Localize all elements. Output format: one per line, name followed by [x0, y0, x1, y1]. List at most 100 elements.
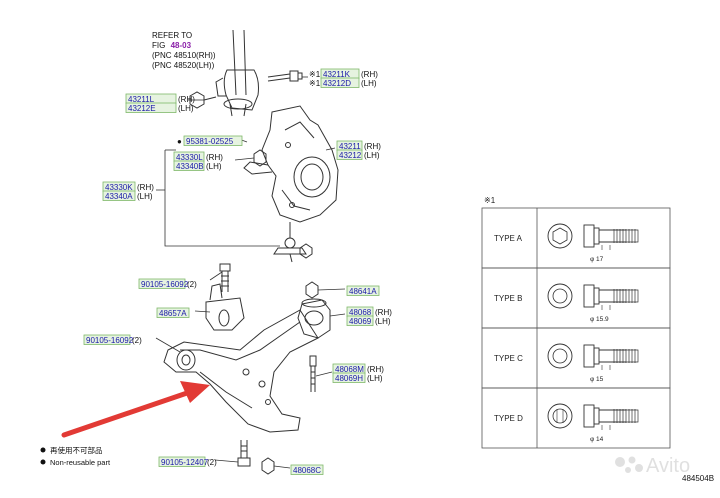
part-number[interactable]: 43211L	[128, 95, 155, 104]
part-side: (LH)	[137, 192, 153, 201]
part-side: (LH)	[206, 162, 222, 171]
bolt-side-icon	[583, 344, 639, 368]
illustration	[163, 29, 339, 475]
refer-fig-number[interactable]: 48-03	[171, 41, 192, 50]
table-mark: ※1	[484, 196, 496, 205]
part-side: (RH)	[364, 142, 381, 151]
bolt-side-icon	[583, 404, 639, 428]
part-number[interactable]: 43340A	[105, 192, 133, 201]
bushing-48641A	[305, 281, 319, 299]
table-row: TYPE Bφ 15.9	[481, 267, 671, 329]
bolt-head-icon	[547, 403, 573, 429]
nut-48068C	[261, 457, 275, 475]
part-label-43212e[interactable]: 43212E (LH)	[125, 102, 194, 113]
table-dim-label: φ 14	[590, 436, 604, 443]
part-label-box	[156, 307, 190, 318]
part-label-48641a[interactable]: 48641A	[346, 285, 380, 296]
bolt-90105-12407	[237, 440, 251, 467]
part-label-box	[158, 456, 206, 467]
part-number[interactable]: 95381-02525	[186, 137, 234, 146]
steering-knuckle	[243, 105, 339, 223]
part-label-90105-16092[interactable]: 90105-16092(2)	[138, 278, 197, 289]
nut-43211L	[189, 91, 217, 109]
part-side: (2)	[207, 458, 217, 467]
part-label-box	[346, 285, 380, 296]
part-label-43330k[interactable]: 43330K(RH)	[102, 181, 154, 192]
part-number[interactable]: 48641A	[349, 287, 377, 296]
avito-logo-icon	[615, 456, 643, 473]
refer-pnc-rh: (PNC 48510(RH))	[152, 51, 216, 60]
part-side: (LH)	[364, 151, 380, 160]
part-number[interactable]: 43340B	[176, 162, 204, 171]
part-side: (LH)	[178, 104, 194, 113]
part-number[interactable]: 48068	[349, 308, 372, 317]
avito-watermark: Avito	[615, 455, 690, 477]
part-label-box	[138, 278, 186, 289]
part-number[interactable]: 43211	[339, 142, 361, 151]
refer-fig[interactable]: FIG 48-03	[152, 41, 192, 50]
part-label-48068m[interactable]: 48068M(RH)	[332, 363, 384, 374]
part-label-box	[332, 372, 366, 383]
table-type-label: TYPE D	[494, 414, 523, 423]
part-side: (RH)	[375, 308, 392, 317]
part-label-43340a[interactable]: 43340A (LH)	[102, 190, 153, 201]
bolt-90105-16092-upper	[219, 263, 231, 292]
bracket-48657A	[205, 283, 245, 331]
part-label-48068c[interactable]: 48068C	[290, 464, 324, 475]
part-number[interactable]: 43330K	[105, 183, 133, 192]
part-side: (LH)	[367, 374, 383, 383]
part-number[interactable]: 48069	[349, 317, 372, 326]
part-label-48068[interactable]: 48068(RH)	[346, 306, 392, 317]
part-side: (RH)	[178, 95, 195, 104]
ball-joint	[273, 222, 313, 263]
table-row: TYPE D φ 14	[481, 387, 671, 449]
part-label-95381-02525[interactable]: ●95381-02525	[177, 135, 243, 146]
part-label-48069h[interactable]: 48069H (LH)	[332, 372, 383, 383]
part-number[interactable]: 48657A	[159, 309, 187, 318]
part-label-box	[173, 160, 205, 171]
part-label-43212[interactable]: 43212(LH)	[336, 149, 380, 160]
bolt-head-icon	[547, 223, 573, 249]
part-number[interactable]: 43212E	[128, 104, 156, 113]
part-label-48069[interactable]: 48069(LH)	[346, 315, 391, 326]
part-number[interactable]: 48068M	[335, 365, 364, 374]
part-label-48657a[interactable]: 48657A	[156, 307, 190, 318]
table-dim-label: φ 17	[590, 256, 604, 263]
legend-en: Non-reusable part	[50, 458, 111, 467]
refer-line1: REFER TO	[152, 31, 192, 40]
bolt-side-icon	[583, 284, 639, 308]
part-number[interactable]: 43330L	[176, 153, 203, 162]
bolt-43211K	[267, 70, 303, 82]
table-type-label: TYPE C	[494, 354, 523, 363]
part-number[interactable]: 43211K	[323, 70, 351, 79]
part-number[interactable]: 90105-16092	[141, 280, 189, 289]
part-label-43330l[interactable]: 43330L(RH)	[173, 151, 223, 162]
part-number[interactable]: 43212D	[323, 79, 351, 88]
part-number[interactable]: 90105-12407	[161, 458, 209, 467]
lower-control-arm	[163, 309, 319, 433]
part-label-90105-16092[interactable]: 90105-16092(2)	[83, 334, 142, 345]
part-label-box	[336, 149, 363, 160]
part-number[interactable]: 90105-16092	[86, 336, 134, 345]
part-label-43340b[interactable]: 43340B(LH)	[173, 160, 222, 171]
part-number[interactable]: 48068C	[293, 466, 321, 475]
strut-shock-absorber	[215, 29, 259, 117]
part-side: (2)	[187, 280, 197, 289]
highlight-arrow	[61, 381, 210, 438]
watermark-text: Avito	[646, 455, 690, 477]
legend-jp: 再使用不可部品	[50, 445, 103, 455]
part-number[interactable]: 43212	[339, 151, 362, 160]
part-label-43211l[interactable]: 43211L (RH)	[125, 93, 195, 104]
part-label-90105-12407[interactable]: 90105-12407(2)	[158, 456, 217, 467]
part-number[interactable]: 48069H	[335, 374, 363, 383]
bolt-head-icon	[547, 283, 573, 309]
part-label-box	[83, 334, 131, 345]
part-side: (RH)	[361, 70, 378, 79]
part-label-43211[interactable]: 43211(RH)	[336, 140, 381, 151]
legend: 再使用不可部品 Non-reusable part	[40, 445, 111, 467]
